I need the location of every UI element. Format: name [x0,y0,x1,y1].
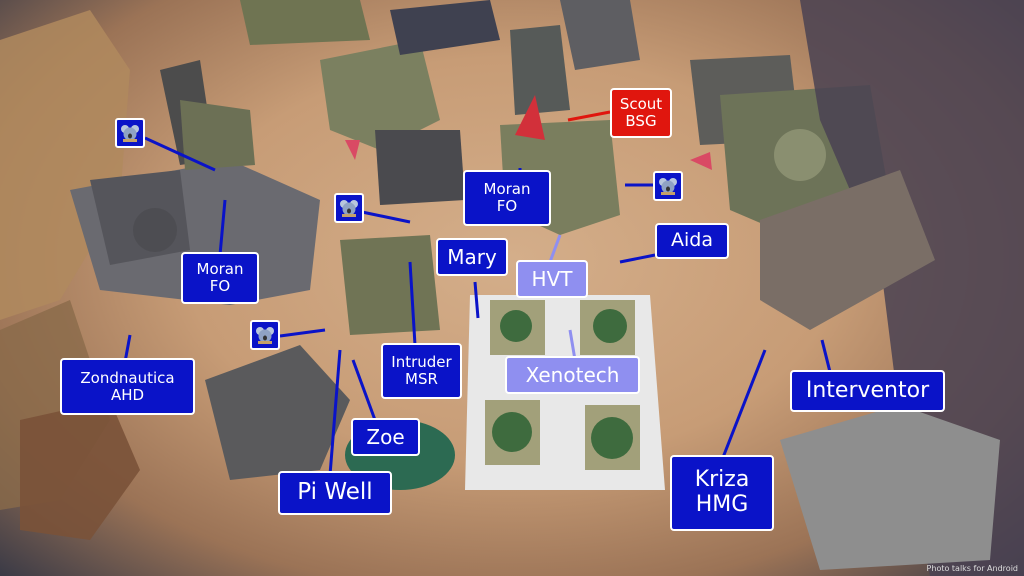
label-interventor: Interventor [790,370,945,412]
koala-icon [115,118,145,148]
label-hvt: HVT [516,260,588,298]
label-scout-bsg: Scout BSG [610,88,672,138]
label-zondnautica-ahd: Zondnautica AHD [60,358,195,415]
label-pi-well: Pi Well [278,471,392,515]
label-xenotech: Xenotech [505,356,640,394]
label-moran-fo-center: Moran FO [463,170,551,226]
koala-icon [250,320,280,350]
label-zoe: Zoe [351,418,420,456]
watermark: Photo talks for Android [926,564,1018,573]
label-intruder-msr: Intruder MSR [381,343,462,399]
label-kriza-hmg: Kriza HMG [670,455,774,531]
label-mary: Mary [436,238,508,276]
label-moran-fo-left: Moran FO [181,252,259,304]
koala-icon [334,193,364,223]
koala-icon [653,171,683,201]
label-aida: Aida [655,223,729,259]
